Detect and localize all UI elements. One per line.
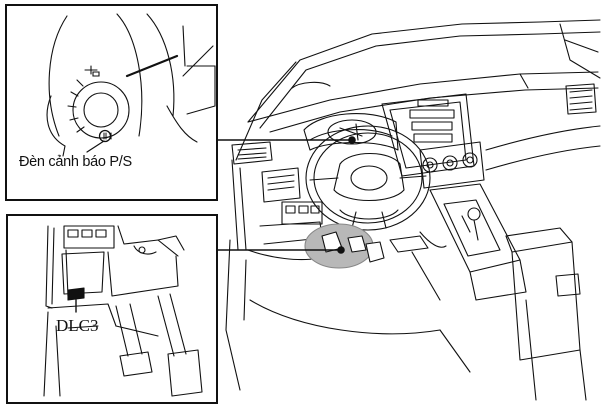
ps-warning-light [86,129,112,153]
dlc3-connector [67,287,85,313]
dashboard-top [247,71,599,133]
steering-wheel [305,125,431,231]
right-vent [485,83,601,171]
left-vents [231,141,301,251]
leader-lines [217,136,356,254]
centre-console [419,183,587,401]
dlc-location-highlight [304,223,385,269]
windshield-frame [235,19,601,161]
instrument-cluster-callout: Đèn cảnh báo P/S [5,4,218,201]
pedals [115,293,203,397]
centre-stack [381,93,485,189]
dlc-connector-callout: DLC3 [6,214,218,404]
cluster-hood [303,113,399,151]
cluster-gauges [46,13,216,157]
floor-lines [225,235,471,391]
ps-warning-light-label: Đèn cảnh báo P/S [19,154,132,170]
dlc3-label: DLC3 [56,316,99,335]
under-dash-panel [43,225,185,397]
